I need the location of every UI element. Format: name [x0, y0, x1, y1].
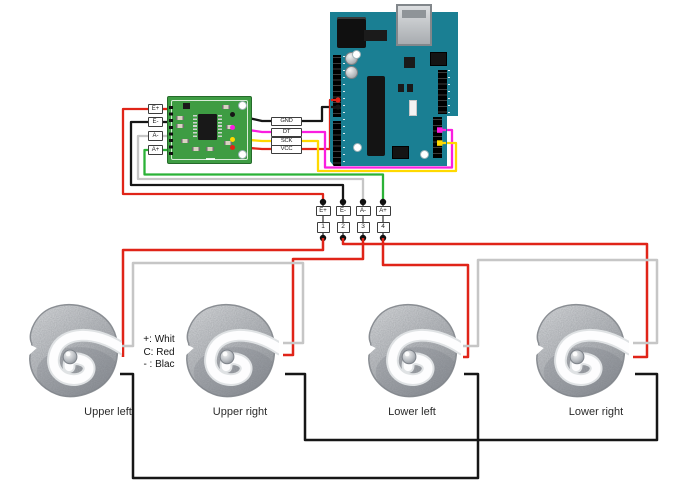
- signal-label-dt: DT: [271, 128, 302, 137]
- terminal-label-2: E-: [335, 206, 351, 216]
- label-upper-left: Upper left: [84, 406, 132, 418]
- wire-black-right-pair: [285, 372, 659, 442]
- hx711-pin-label-aplus: A+: [148, 145, 163, 155]
- terminal-number-2: 2: [336, 222, 350, 233]
- mounting-hole: [352, 50, 361, 59]
- wire-color-legend: +: Whit C: Red - : Blac: [136, 334, 182, 372]
- terminal-label-3: A-: [355, 206, 371, 216]
- label-lower-left: Lower left: [388, 406, 436, 418]
- hx711-transistor: [183, 103, 190, 109]
- legend-line-white: +: Whit: [143, 334, 175, 345]
- hx711-hole: [238, 101, 247, 110]
- hx711-chip: [198, 114, 217, 140]
- wire-white-upper-pair: [120, 261, 305, 348]
- mounting-hole: [353, 143, 362, 152]
- legend-line-black: - : Blac: [143, 359, 175, 370]
- wire-terminal3-upper-right: [283, 238, 365, 357]
- label-lower-right: Lower right: [568, 406, 624, 418]
- right-header-bottom: [433, 117, 442, 158]
- icsp-header: [430, 52, 447, 66]
- hx711-module: [167, 96, 252, 164]
- right-header-top: [438, 70, 447, 114]
- label-upper-right: Upper right: [212, 406, 268, 418]
- hx711-sck-pad: [230, 137, 235, 142]
- hx711-gnd-pad: [230, 112, 235, 117]
- load-cell-lower-right: [530, 302, 630, 400]
- load-cell-upper-left: [23, 302, 123, 400]
- load-cell-upper-right: [180, 302, 280, 400]
- wire-terminal4-lower-left: [381, 238, 470, 359]
- mounting-hole: [420, 150, 429, 159]
- left-header-top: [333, 55, 341, 117]
- signal-label-gnd: GND: [271, 117, 302, 126]
- load-cell-wires: [120, 238, 659, 480]
- hx711-pin-label-eminus: E-: [148, 117, 163, 127]
- load-cell-lower-left: [362, 302, 462, 400]
- signal-label-vcc: VCC: [271, 145, 302, 154]
- usb-interface-chip: [404, 57, 415, 68]
- legend-line-red: C: Red: [143, 346, 175, 358]
- icsp2-header: [392, 146, 409, 159]
- hx711-pin-label-aminus: A-: [148, 131, 163, 141]
- capacitor: [345, 66, 358, 79]
- terminal-label-1: E+: [315, 206, 331, 216]
- terminal-number-3: 3: [356, 222, 370, 233]
- wire-white-lower-pair: [463, 258, 659, 348]
- arduino-board: [330, 12, 458, 166]
- wire-terminal2-lower-right: [341, 238, 649, 359]
- wire-black-left-pair: [120, 372, 480, 480]
- voltage-regulator: [364, 30, 387, 41]
- hx711-dt-pad: [230, 125, 235, 130]
- usb-connector: [396, 4, 432, 46]
- terminal-label-4: A+: [375, 206, 391, 216]
- hx711-vcc-pad: [230, 145, 235, 150]
- wire-terminal1-upper-left: [121, 238, 325, 357]
- left-header-bottom: [333, 121, 341, 166]
- hx711-to-terminal-wires: [121, 107, 385, 203]
- hx711-pin-label-eplus: E+: [148, 104, 163, 114]
- hx711-left-pin-row: [169, 106, 173, 158]
- atmega-chip: [367, 76, 385, 156]
- terminal-number-4: 4: [376, 222, 390, 233]
- terminal-number-1: 1: [316, 222, 330, 233]
- power-jack: [337, 17, 366, 48]
- hx711-hole: [238, 150, 247, 159]
